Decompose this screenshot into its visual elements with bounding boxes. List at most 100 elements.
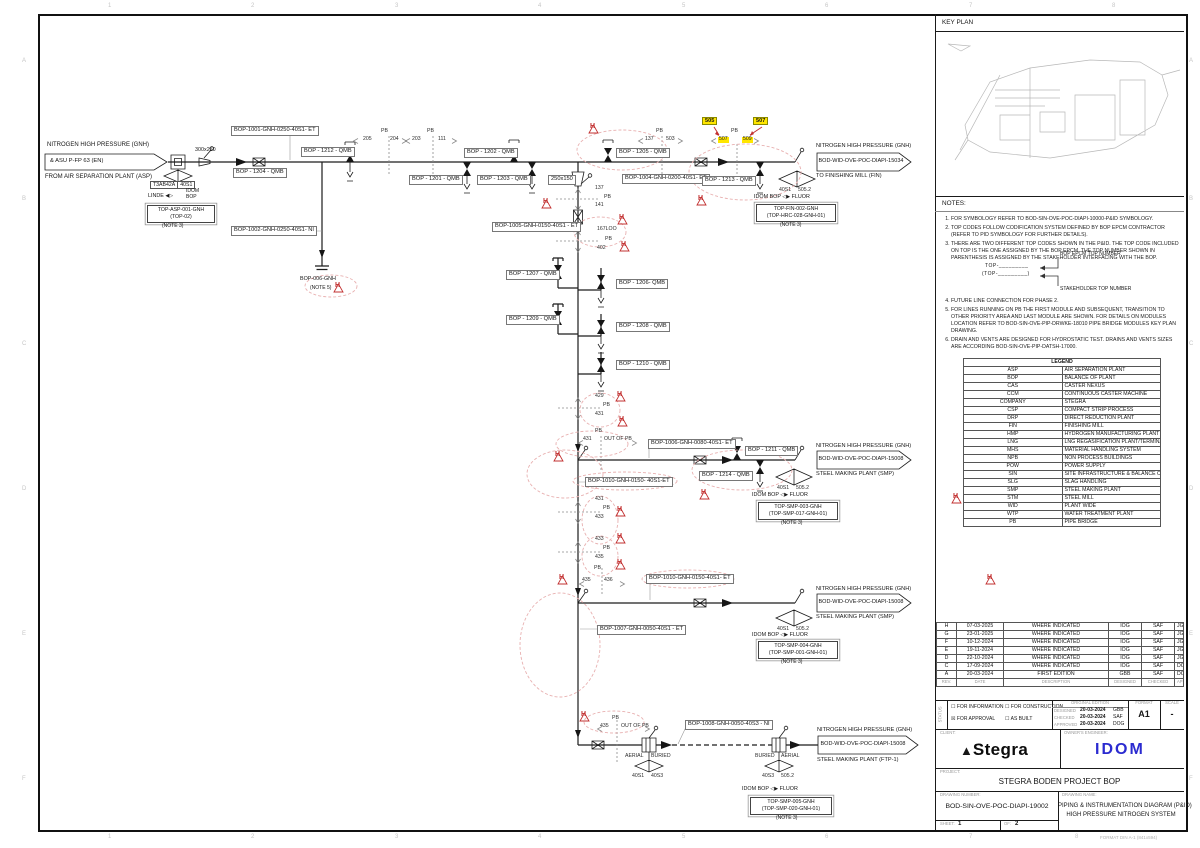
legend-code: POW bbox=[963, 462, 1063, 471]
grid-row-ref: C bbox=[22, 341, 27, 347]
rev-date: 20-03-2024 bbox=[956, 670, 1004, 679]
pb-module-number: 431 bbox=[595, 496, 604, 502]
rev-date: 23-01-2025 bbox=[956, 630, 1004, 639]
panel-line bbox=[935, 768, 1184, 769]
rev-date: 17-09-2024 bbox=[956, 662, 1004, 671]
grid-row-ref: F bbox=[1189, 776, 1193, 782]
source-origin-label: FROM AIR SEPARATION PLANT (ASP) bbox=[45, 174, 153, 180]
revision-marker: H bbox=[555, 451, 561, 458]
line-number-label: BOP-1005-GNH-0150-40S1 - ET bbox=[492, 222, 582, 232]
grid-row-ref: B bbox=[1189, 196, 1194, 202]
panel-divider bbox=[935, 14, 936, 830]
grid-row-ref: A bbox=[1189, 58, 1194, 64]
legend-code: ASP bbox=[963, 366, 1063, 375]
original-approved-initials: DOG bbox=[1113, 721, 1125, 727]
original-checked-label: CHECKED bbox=[1054, 715, 1075, 720]
top-code-primary: TOP-SMP-003-GNH bbox=[774, 504, 822, 510]
rev-desc: WHERE INDICATED bbox=[1003, 638, 1109, 647]
valve-tag: BOP - 1212 - QMB bbox=[301, 147, 355, 157]
transition-label: AERIAL bbox=[781, 753, 800, 759]
original-checked-date: 20-03-2024 bbox=[1080, 714, 1106, 720]
line-number-label: BOP-1004-GNH-0200-40S1- ET bbox=[622, 174, 710, 184]
legend-desc: SLAG HANDLING bbox=[1061, 478, 1161, 487]
stegra-logo: ▲Stegra bbox=[960, 740, 1028, 760]
rev-checked: SAF bbox=[1141, 662, 1175, 671]
rev-letter: C bbox=[936, 662, 957, 671]
grid-col-ref: 4 bbox=[538, 3, 542, 9]
revision-marker: H bbox=[617, 533, 623, 540]
legend-code: SLG bbox=[963, 478, 1063, 487]
rev-designed: IOG bbox=[1108, 630, 1142, 639]
pb-module-number: 111 bbox=[438, 136, 446, 142]
top-code-secondary: (TOP-02) bbox=[170, 213, 192, 220]
rev-letter: E bbox=[936, 646, 957, 655]
legend-code: NPB bbox=[963, 454, 1063, 463]
rev-header: DESIGNED bbox=[1108, 678, 1142, 687]
panel-line bbox=[935, 729, 1184, 730]
sheet-border bbox=[38, 14, 1188, 832]
revision-triangle-markers bbox=[333, 124, 996, 722]
rev-header: DESCRIPTION bbox=[1003, 678, 1109, 687]
valve-tag: BOP - 1204 - QMB bbox=[233, 168, 287, 178]
grid-col-ref: 1 bbox=[108, 3, 112, 9]
interface-parties: IDOM BOP ◁▶ FLUOR bbox=[752, 632, 808, 639]
source-interface-right: IDOM BOP bbox=[186, 188, 199, 200]
interface-right-party: FLUOR bbox=[789, 492, 808, 498]
legend-code: BOP bbox=[963, 374, 1063, 383]
top-code-primary: TOP-SMP-004-GNH bbox=[774, 643, 822, 649]
legend-desc: STEGRA bbox=[1061, 398, 1161, 407]
grid-col-ref: 8 bbox=[1112, 3, 1116, 9]
legend-desc: POWER SUPPLY bbox=[1061, 462, 1161, 471]
revision-marker: H bbox=[617, 506, 623, 513]
checkbox-icon: ☐ bbox=[1005, 716, 1010, 722]
rev-designed: IOG bbox=[1108, 622, 1142, 631]
grid-col-ref: 7 bbox=[969, 3, 973, 9]
interface-diamond-right: 505.2 bbox=[798, 187, 811, 193]
checkbox-for-construction: ☐ FOR CONSTRUCTION bbox=[1005, 704, 1063, 711]
highlight-tag: 505 bbox=[702, 117, 718, 126]
rev-checked: SAF bbox=[1141, 654, 1175, 663]
legend-code: CCM bbox=[963, 390, 1063, 399]
revision-marker: H bbox=[619, 214, 625, 221]
branch-service-label: NITROGEN HIGH PRESSURE (GNH) bbox=[816, 443, 912, 449]
legend-code: WTP bbox=[963, 510, 1063, 519]
valve-tag: BOP - 1210 - QMB bbox=[616, 360, 670, 370]
pb-module-number: 137 bbox=[645, 136, 654, 142]
pb-label: PB bbox=[612, 715, 619, 721]
pb-label: PB bbox=[604, 194, 611, 200]
rev-designed: IOG bbox=[1108, 638, 1142, 647]
pb-label: PB bbox=[595, 428, 602, 434]
original-designed-initials: GBB bbox=[1113, 707, 1124, 713]
legend-code: CSP bbox=[963, 406, 1063, 415]
pb-module-number: 433 bbox=[595, 536, 604, 542]
cap-end-label: BOP-006-GNH bbox=[300, 276, 336, 282]
pb-boundary-lines bbox=[388, 136, 738, 762]
pb-label: PB bbox=[605, 236, 612, 242]
line-number-label: BOP-1008-GNH-0050-40S3 - NI bbox=[685, 720, 773, 730]
rev-checked: SAF bbox=[1141, 630, 1175, 639]
note-item: TOP CODES FOLLOW CODIFICATION SYSTEM DEF… bbox=[951, 225, 1180, 239]
original-edition-title: ORIGINAL EDITION bbox=[1070, 700, 1109, 705]
line-number-label: BOP-1010-GNH-0150- 40S1-ET bbox=[585, 477, 673, 487]
revision-marker: H bbox=[619, 416, 625, 423]
project-label: PROJECT: bbox=[940, 769, 961, 774]
panel-line bbox=[1128, 700, 1129, 729]
rev-desc: WHERE INDICATED bbox=[1003, 622, 1109, 631]
legend-desc: CONTINUOUS CASTER MACHINE bbox=[1061, 390, 1161, 399]
note-item: FOR SYMBOLOGY REFER TO BOD-SIN-OVE-POC-D… bbox=[951, 216, 1180, 223]
pb-module-number: 429 bbox=[595, 393, 604, 399]
pb-label: PB bbox=[427, 128, 434, 134]
source-service-label: NITROGEN HIGH PRESSURE (GNH) bbox=[47, 142, 150, 148]
branch-service-label: NITROGEN HIGH PRESSURE (GNH) bbox=[816, 586, 912, 592]
stegra-logo-mark-icon: ▲ bbox=[960, 743, 973, 758]
notes-title: NOTES: bbox=[942, 200, 966, 207]
rev-approved: DOG bbox=[1174, 670, 1184, 679]
revision-marker: H bbox=[701, 489, 707, 496]
drawing-number: BOD-SIN-OVE-POC-DIAPI-19002 bbox=[945, 803, 1049, 810]
key-plan-title: KEY PLAN bbox=[942, 19, 974, 26]
rev-checked: SAF bbox=[1141, 622, 1175, 631]
checkbox-label: FOR APPROVAL bbox=[956, 716, 996, 722]
rev-letter: A bbox=[936, 670, 957, 679]
client-label: CLIENT: bbox=[940, 730, 956, 735]
branch-arrow-box-code: BOD-WID-OVE-POC-DIAPI-15008 bbox=[818, 599, 904, 605]
